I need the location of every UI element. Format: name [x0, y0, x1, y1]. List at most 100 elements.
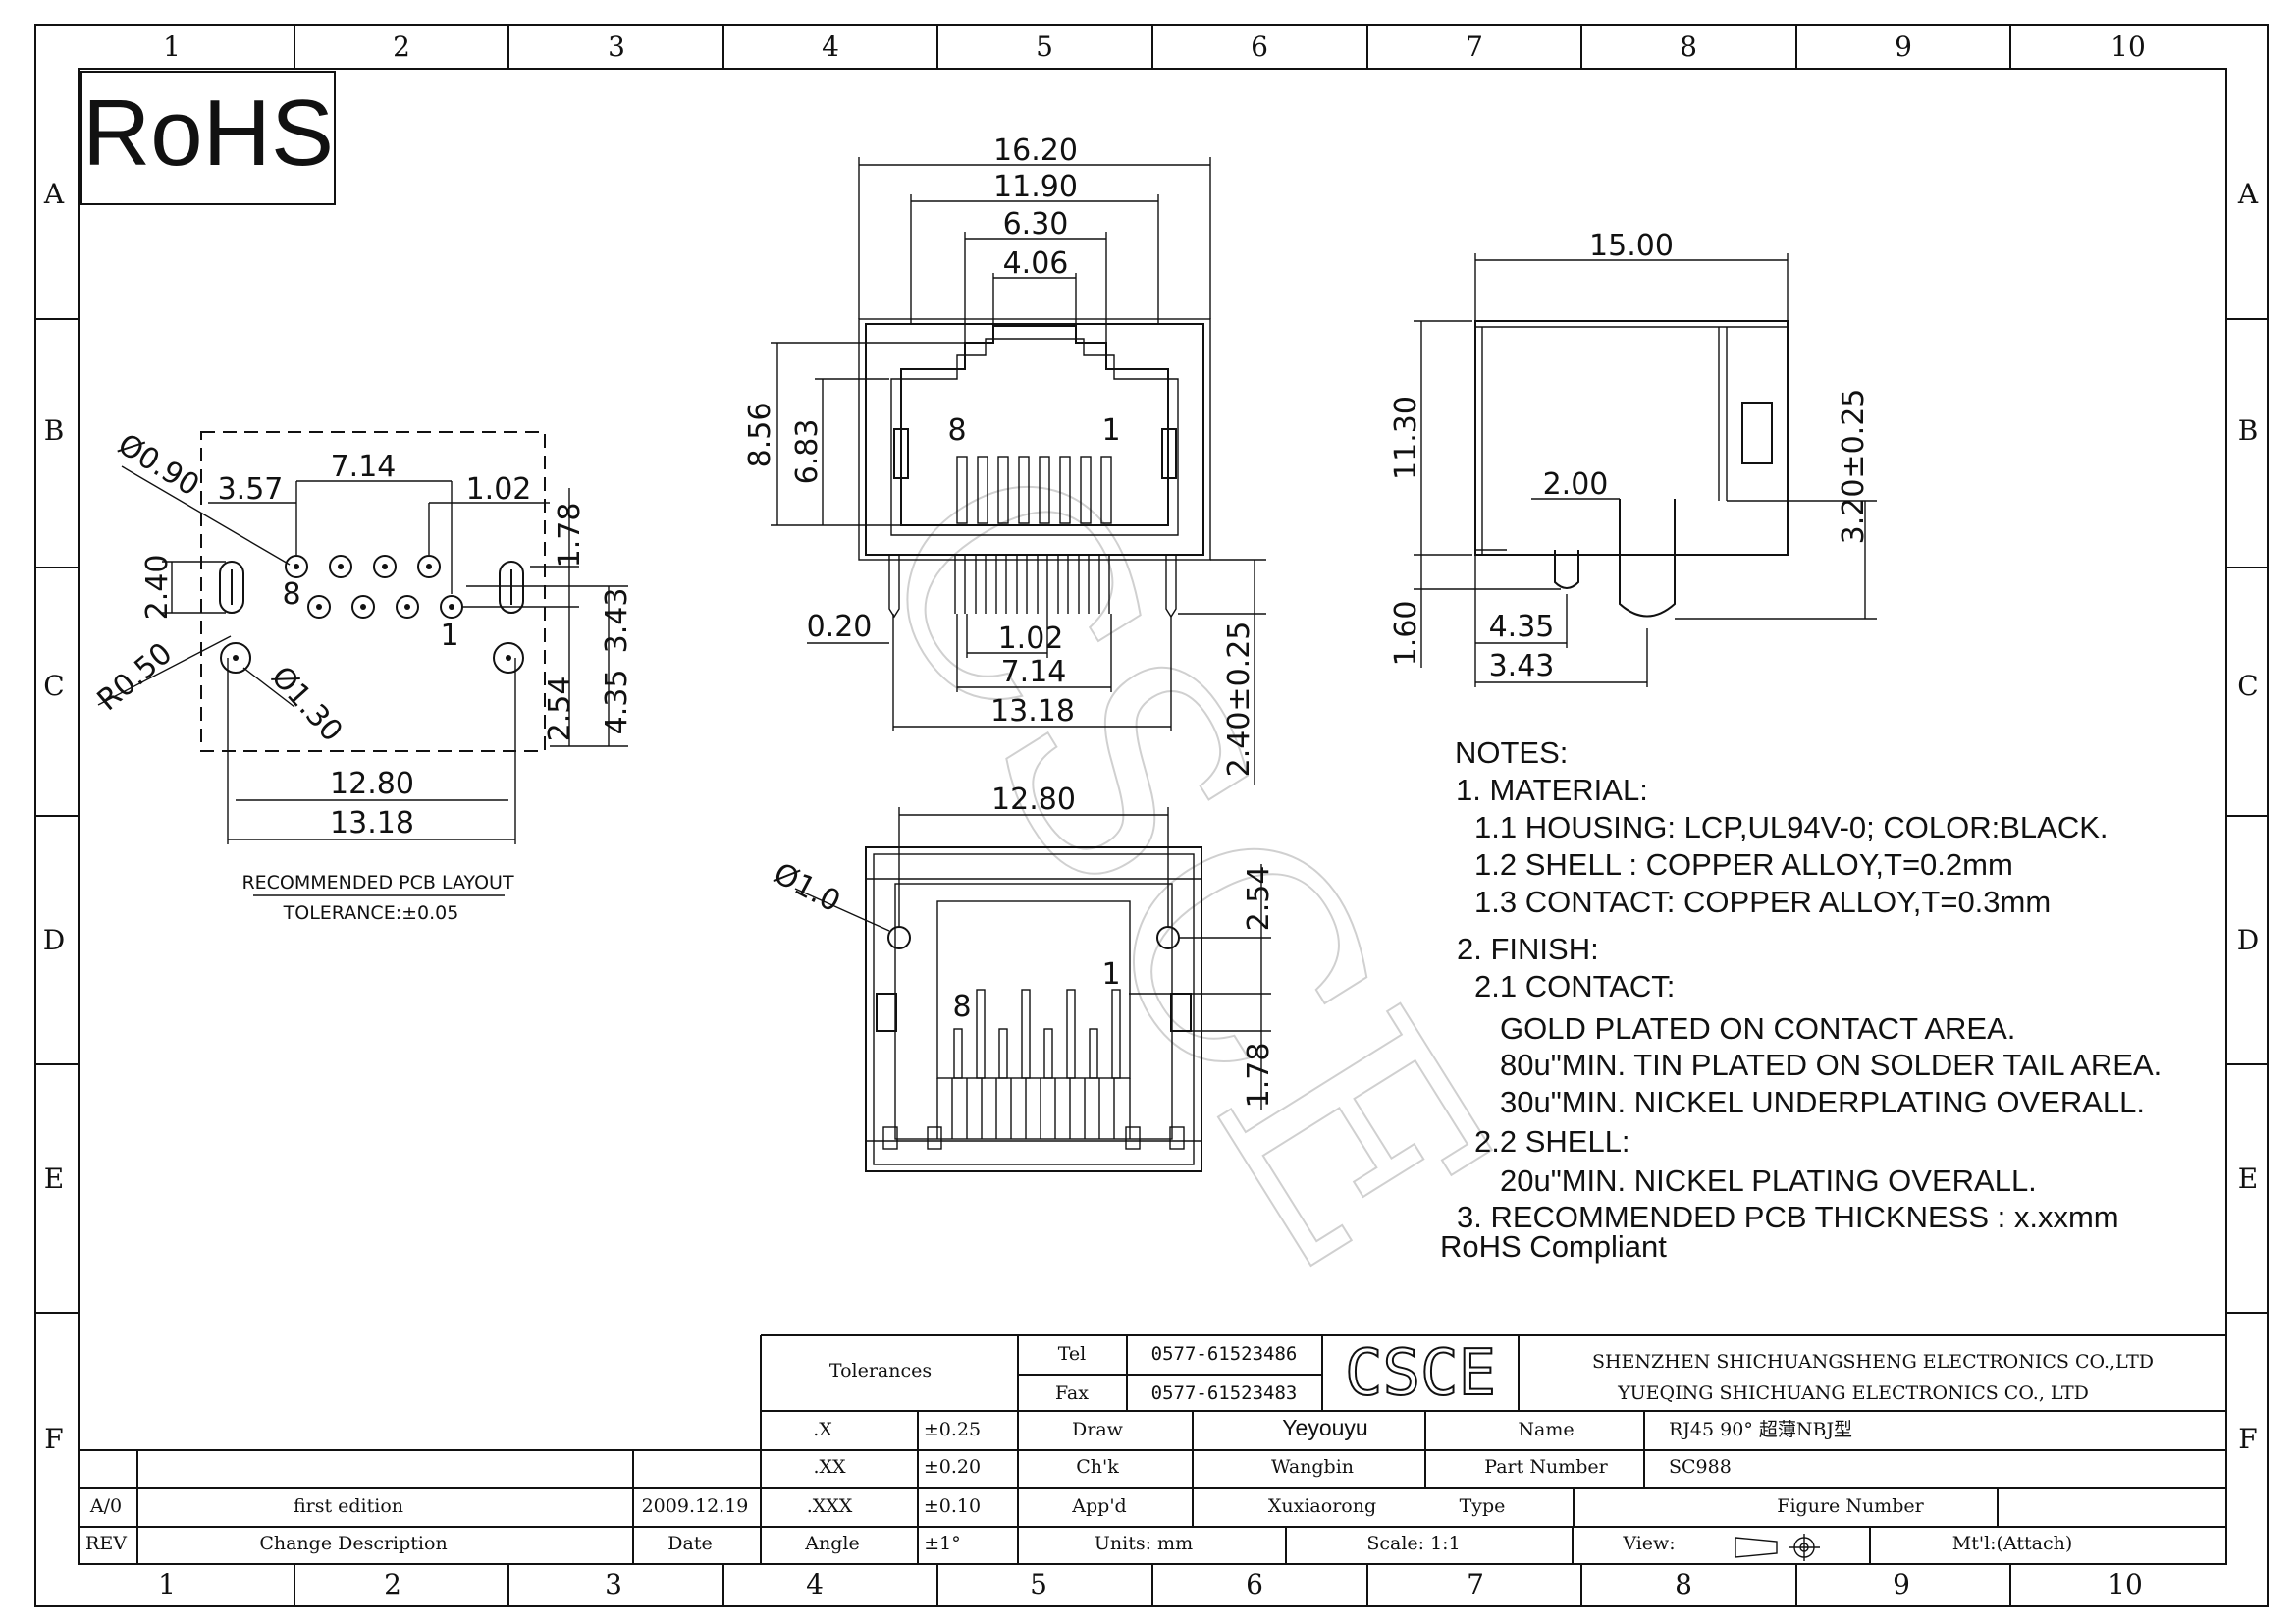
row-label-b: B	[44, 414, 65, 447]
pcb-layout-caption: RECOMMENDED PCB LAYOUT	[241, 872, 514, 893]
side-dim-2-00: 2.00	[1543, 467, 1609, 502]
bottom-dim-1-78: 1.78	[1242, 1043, 1276, 1109]
col-label-3: 3	[608, 30, 625, 63]
front-dim-4-06: 4.06	[1003, 246, 1069, 281]
approved-label: App'd	[1071, 1495, 1126, 1517]
watermark: CSCE	[805, 406, 1555, 1323]
col-label-2-bottom: 2	[384, 1568, 401, 1600]
col-label-7: 7	[1466, 30, 1483, 63]
row-label-a: A	[43, 178, 65, 210]
date-label: Date	[667, 1533, 712, 1554]
tol-val-x: ±0.25	[924, 1419, 981, 1440]
part-number-label: Part Number	[1484, 1456, 1608, 1478]
tol-key-xx: .XX	[813, 1456, 846, 1478]
pcb-holes	[219, 555, 524, 674]
revision-value: A/0	[89, 1495, 122, 1517]
fax-value: 0577-61523483	[1151, 1382, 1298, 1404]
pcb-dim-4-35: 4.35	[600, 670, 634, 735]
draw-label: Draw	[1072, 1419, 1124, 1440]
note-line-4: 1.3 CONTACT: COPPER ALLOY,T=0.3mm	[1474, 885, 2051, 919]
pcb-pin-8-label: 8	[282, 577, 300, 612]
change-description-value: first edition	[294, 1495, 403, 1517]
revision-date-value: 2009.12.19	[642, 1495, 749, 1517]
check-label: Ch'k	[1076, 1456, 1119, 1478]
note-line-11: 20u"MIN. NICKEL PLATING OVERALL.	[1500, 1164, 2037, 1198]
zone-labels: 1 2 3 4 5 6 7 8 9 10 1 2 3 4 5 6 7 8 9 1…	[43, 30, 2259, 1600]
pcb-dim-3-43: 3.43	[600, 588, 634, 654]
pcb-dim-d1-30: Ø1.30	[264, 660, 349, 749]
tol-key-x: .X	[813, 1419, 832, 1440]
col-label-8-bottom: 8	[1675, 1568, 1692, 1600]
front-dim-16-20: 16.20	[993, 134, 1078, 168]
pcb-dim-2-40: 2.40	[140, 555, 175, 621]
row-label-c-right: C	[2237, 670, 2258, 702]
col-label-7-bottom: 7	[1467, 1568, 1484, 1600]
col-label-5-bottom: 5	[1030, 1568, 1047, 1600]
units-label: Units: mm	[1095, 1533, 1193, 1554]
tol-key-angle: Angle	[804, 1533, 859, 1554]
side-dim-4-35: 4.35	[1489, 610, 1555, 644]
row-label-f-right: F	[2238, 1423, 2257, 1455]
note-line-10: 2.2 SHELL:	[1474, 1124, 1630, 1159]
note-line-12: 3. RECOMMENDED PCB THICKNESS : x.xxmm	[1457, 1200, 2119, 1234]
pcb-dim-12-80: 12.80	[330, 767, 414, 801]
note-line-3: 1.2 SHELL : COPPER ALLOY,T=0.2mm	[1474, 847, 2013, 882]
row-label-d: D	[43, 924, 65, 956]
notes-heading: NOTES:	[1455, 735, 1568, 770]
name-value: RJ45 90° 超薄NBJ型	[1669, 1419, 1852, 1440]
rohs-logo: RoHS	[80, 71, 336, 205]
revision-label: REV	[85, 1533, 127, 1554]
fax-label: Fax	[1055, 1382, 1089, 1404]
col-label-4-bottom: 4	[806, 1568, 824, 1600]
front-dim-6-83: 6.83	[790, 419, 825, 485]
check-value: Wangbin	[1271, 1456, 1354, 1478]
side-dim-15-00: 15.00	[1589, 229, 1674, 263]
pcb-dim-1-02: 1.02	[466, 472, 532, 507]
projection-symbol-icon	[1735, 1534, 1820, 1561]
type-label: Type	[1460, 1495, 1506, 1517]
figure-number-label: Figure Number	[1777, 1495, 1924, 1517]
bottom-pin-1-label: 1	[1101, 957, 1120, 992]
col-label-9-bottom: 9	[1893, 1568, 1910, 1600]
side-dim-3-43: 3.43	[1489, 649, 1555, 683]
pcb-layout-view: 7.14 3.57 1.02 Ø0.90 1.78 2.40 3.43 4.35…	[91, 427, 634, 924]
note-line-2: 1.1 HOUSING: LCP,UL94V-0; COLOR:BLACK.	[1474, 810, 2109, 844]
bottom-dim-2-54: 2.54	[1242, 866, 1276, 932]
col-label-1: 1	[163, 30, 181, 63]
tol-val-xxx: ±0.10	[924, 1495, 981, 1517]
col-label-3-bottom: 3	[605, 1568, 622, 1600]
col-label-8: 8	[1680, 30, 1697, 63]
pcb-dim-d0-90: Ø0.90	[112, 427, 205, 504]
company-name-1: SHENZHEN SHICHUANGSHENG ELECTRONICS CO.,…	[1592, 1351, 2154, 1373]
front-dim-6-30: 6.30	[1003, 207, 1069, 242]
side-dim-3-20: 3.20±0.25	[1837, 389, 1871, 545]
front-dim-0-20: 0.20	[807, 610, 873, 644]
col-label-4: 4	[822, 30, 839, 63]
front-dim-8-56: 8.56	[743, 403, 777, 468]
note-line-9: 30u"MIN. NICKEL UNDERPLATING OVERALL.	[1500, 1085, 2145, 1119]
scale-label: Scale: 1:1	[1366, 1533, 1460, 1554]
approved-value: Xuxiaorong	[1268, 1495, 1376, 1517]
front-pin-8-label: 8	[947, 413, 966, 448]
view-label: View:	[1622, 1533, 1675, 1554]
tel-label: Tel	[1058, 1343, 1087, 1365]
name-label: Name	[1518, 1419, 1574, 1440]
side-view: 15.00 11.30 2.00 3.20±0.25 1.60 4.35 3.4…	[1389, 229, 1877, 687]
pcb-dim-2-54: 2.54	[543, 677, 577, 742]
col-label-10-bottom: 10	[2108, 1568, 2143, 1600]
pcb-dim-1-78: 1.78	[553, 503, 587, 568]
title-block: Tolerances .X ±0.25 .XX ±0.20 .XXX ±0.10…	[79, 1334, 2226, 1564]
row-label-b-right: B	[2238, 414, 2259, 447]
front-dim-13-18: 13.18	[990, 694, 1075, 729]
col-label-10: 10	[2110, 30, 2146, 63]
svg-text:RoHS: RoHS	[82, 81, 334, 186]
pcb-pin-1-label: 1	[440, 619, 458, 653]
row-label-e: E	[44, 1163, 64, 1195]
material-label: Mt'l:(Attach)	[1952, 1533, 2072, 1554]
front-dim-11-90: 11.90	[993, 170, 1078, 204]
note-line-8: 80u"MIN. TIN PLATED ON SOLDER TAIL AREA.	[1500, 1048, 2162, 1082]
row-label-f: F	[44, 1423, 63, 1455]
tol-val-xx: ±0.20	[924, 1456, 981, 1478]
company-name-2: YUEQING SHICHUANG ELECTRONICS CO., LTD	[1617, 1382, 2089, 1404]
